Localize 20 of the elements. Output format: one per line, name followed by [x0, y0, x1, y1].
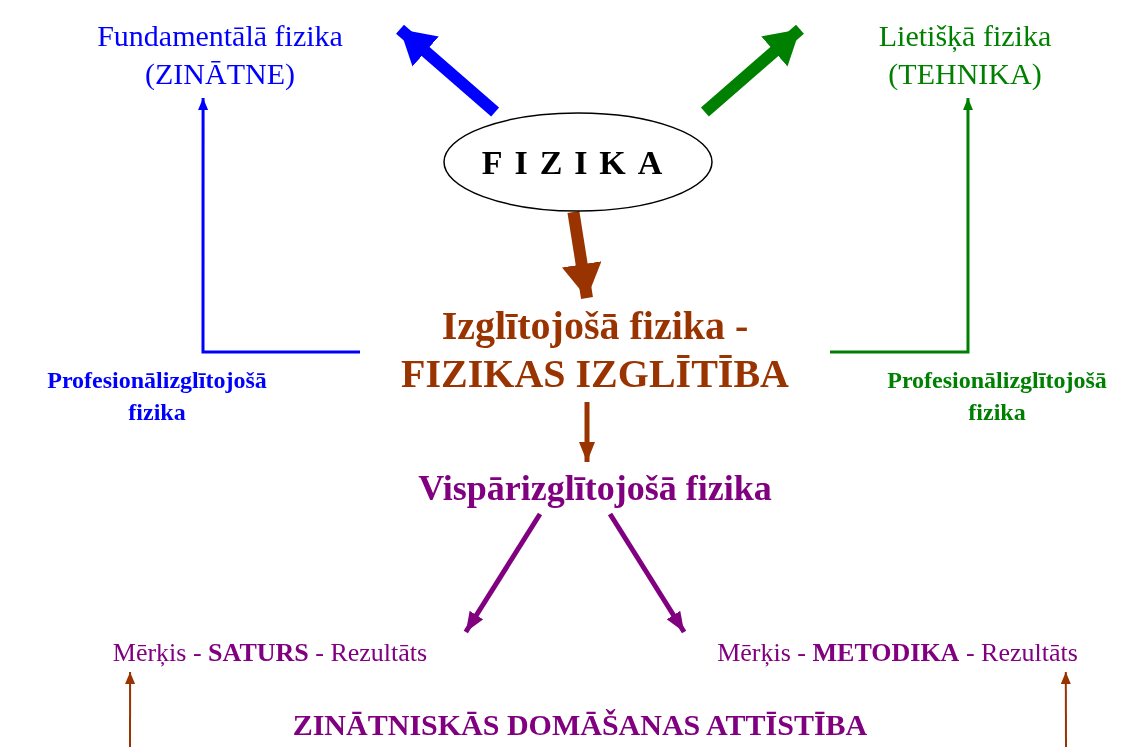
arrow [561, 211, 602, 299]
edge-label: Profesionālizglītojošā fizika [886, 366, 1108, 427]
heading-text: Lietišķā fizika (TEHNIKA) [877, 18, 1053, 92]
node-label: FIZIKA [481, 142, 675, 183]
arrow [463, 512, 543, 634]
arrow [607, 512, 687, 634]
goal-method-result-text: Mērķis - METODIKA - Rezultāts [717, 636, 1078, 669]
arrow [125, 671, 136, 747]
heading-text: Fundamentālā fizika (ZINĀTNE) [96, 18, 344, 92]
arrow [579, 402, 595, 462]
heading-text: Izglītojošā fizika - FIZIKAS IZGLĪTĪBA [400, 302, 790, 398]
heading-text: Vispārizglītojošā fizika [418, 467, 772, 510]
arrow [396, 24, 500, 117]
arrow [198, 98, 360, 354]
heading-text: ZINĀTNISKĀS DOMĀŠANAS ATTĪSTĪBA [292, 706, 868, 743]
arrow [830, 98, 973, 354]
edge-label: Profesionālizglītojošā fizika [46, 366, 268, 427]
goal-content-result-text: Mērķis - SATURS - Rezultāts [112, 636, 428, 669]
arrow [1060, 671, 1071, 747]
arrow [700, 24, 804, 117]
